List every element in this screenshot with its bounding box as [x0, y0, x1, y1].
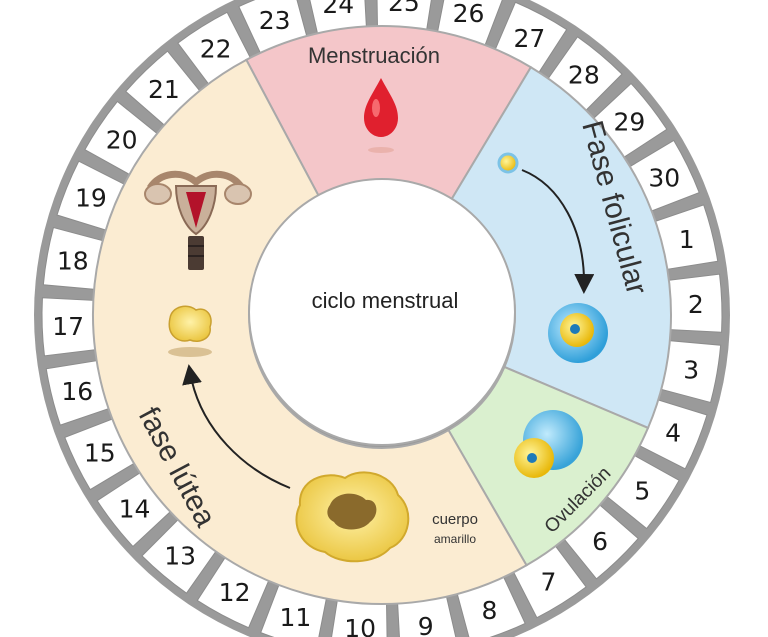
day-number: 23 [259, 6, 291, 35]
day-number: 25 [388, 0, 420, 17]
luteal-regression-arrow [182, 364, 291, 489]
day-number: 7 [540, 567, 556, 596]
day-number: 6 [592, 527, 608, 556]
day-number: 3 [683, 356, 699, 385]
day-number: 14 [119, 494, 151, 523]
day-number: 2 [688, 290, 704, 319]
day-number: 18 [57, 246, 89, 275]
blood-drop-icon [364, 78, 398, 153]
day-number: 10 [344, 614, 376, 637]
day-number: 13 [164, 542, 196, 571]
day-number: 27 [514, 24, 546, 53]
uterus-icon [144, 170, 252, 270]
small-corpus-luteum-icon [168, 305, 212, 357]
day-number: 22 [200, 35, 232, 64]
day-number: 19 [75, 183, 107, 212]
day-number: 5 [634, 477, 650, 506]
day-number: 20 [106, 125, 138, 154]
center-circle [248, 178, 516, 446]
day-number: 12 [219, 578, 251, 607]
day-number: 26 [453, 0, 485, 28]
center-label: ciclo menstrual [312, 288, 459, 313]
day-number: 4 [665, 419, 681, 448]
day-number: 29 [614, 108, 646, 137]
day-number: 30 [648, 163, 680, 192]
day-number: 17 [52, 312, 84, 341]
ovulating-egg-icon [514, 410, 583, 478]
day-number: 8 [481, 596, 497, 625]
corpus-luteum-label-line2: amarillo [434, 532, 476, 546]
mature-follicle-icon [548, 303, 608, 363]
day-number: 21 [148, 75, 180, 104]
day-number: 24 [322, 0, 354, 19]
follicle-growth-arrow [521, 169, 595, 294]
day-number: 28 [568, 60, 600, 89]
corpus-luteum-icon [295, 471, 410, 563]
day-number: 9 [418, 612, 434, 637]
day-number: 11 [280, 603, 312, 632]
day-number: 1 [679, 225, 695, 254]
day-number: 15 [84, 439, 116, 468]
menstruation-label: Menstruación [308, 43, 440, 68]
small-follicle-icon [497, 152, 519, 174]
corpus-luteum-label-line1: cuerpo [432, 511, 478, 528]
day-number: 16 [61, 377, 93, 406]
